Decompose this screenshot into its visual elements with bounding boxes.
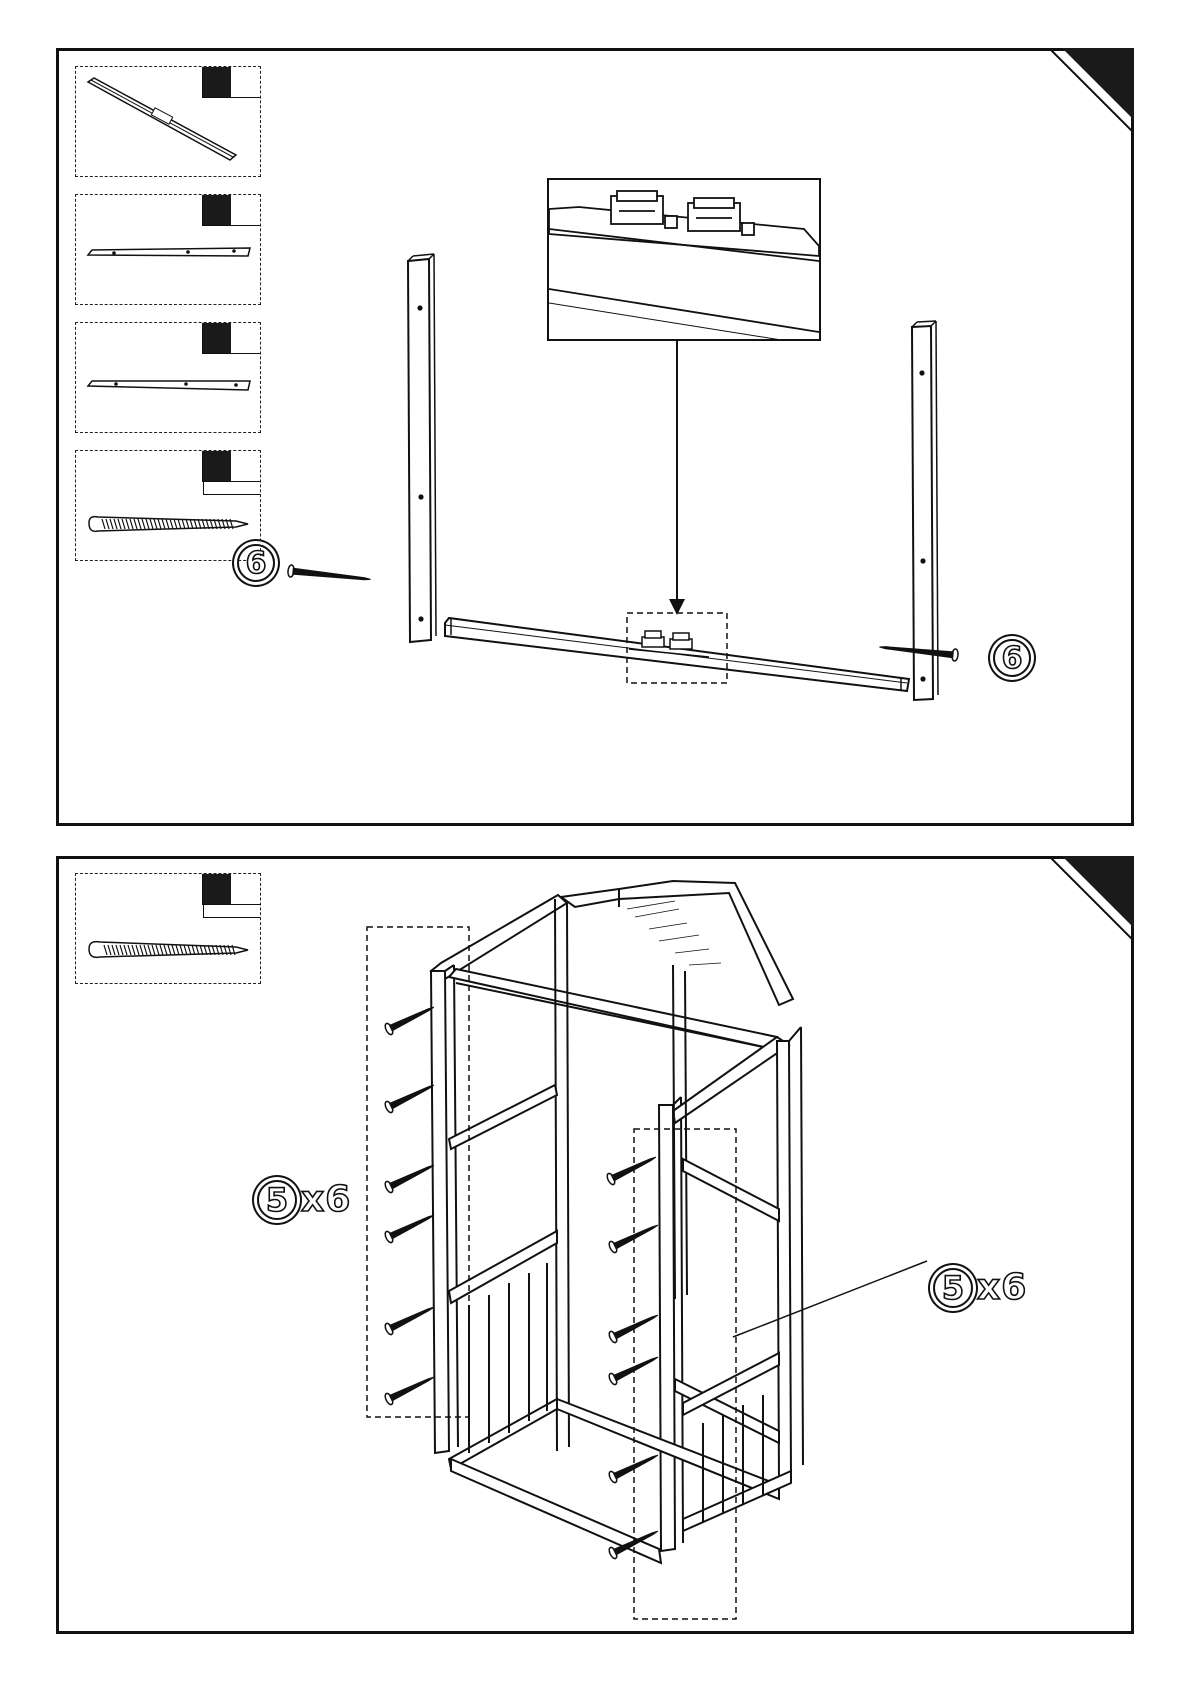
hardware-number-badge: 6 [993,639,1031,677]
screw [384,1002,437,1036]
screw [384,1080,437,1114]
hardware-number-badge: 6 [237,544,275,582]
right-screw-set [606,1152,661,1560]
screw [384,1210,437,1244]
screw-callout-right: 5 x6 [933,1267,1027,1308]
step-drawing-frame-base [59,51,1131,823]
right-post [912,321,938,700]
left-screw [287,565,371,586]
detail-inset [548,179,820,346]
step-callout-right: 6 [993,639,1031,677]
screw [384,1372,437,1406]
quantity-multiplier: x6 [301,1179,351,1220]
playhouse-frame [431,881,803,1563]
callout-leader [733,1261,927,1337]
detail-arrow [669,341,685,615]
step-callout-left: 6 [237,544,275,582]
hardware-number-badge: 5 [257,1180,297,1220]
screw [384,1160,437,1194]
left-screw-set [384,1002,437,1406]
screw [287,565,371,586]
assembly-step-panel-2: 5 x6 5 x6 [56,856,1134,1634]
assembly-step-panel-1: 6 6 [56,48,1134,826]
hardware-number-badge: 5 [933,1268,973,1308]
step-drawing-frame-walls [59,859,1131,1631]
screw [384,1302,437,1336]
quantity-multiplier: x6 [977,1267,1027,1308]
left-post [408,254,436,642]
screw [606,1152,659,1186]
screw-callout-left: 5 x6 [257,1179,351,1220]
